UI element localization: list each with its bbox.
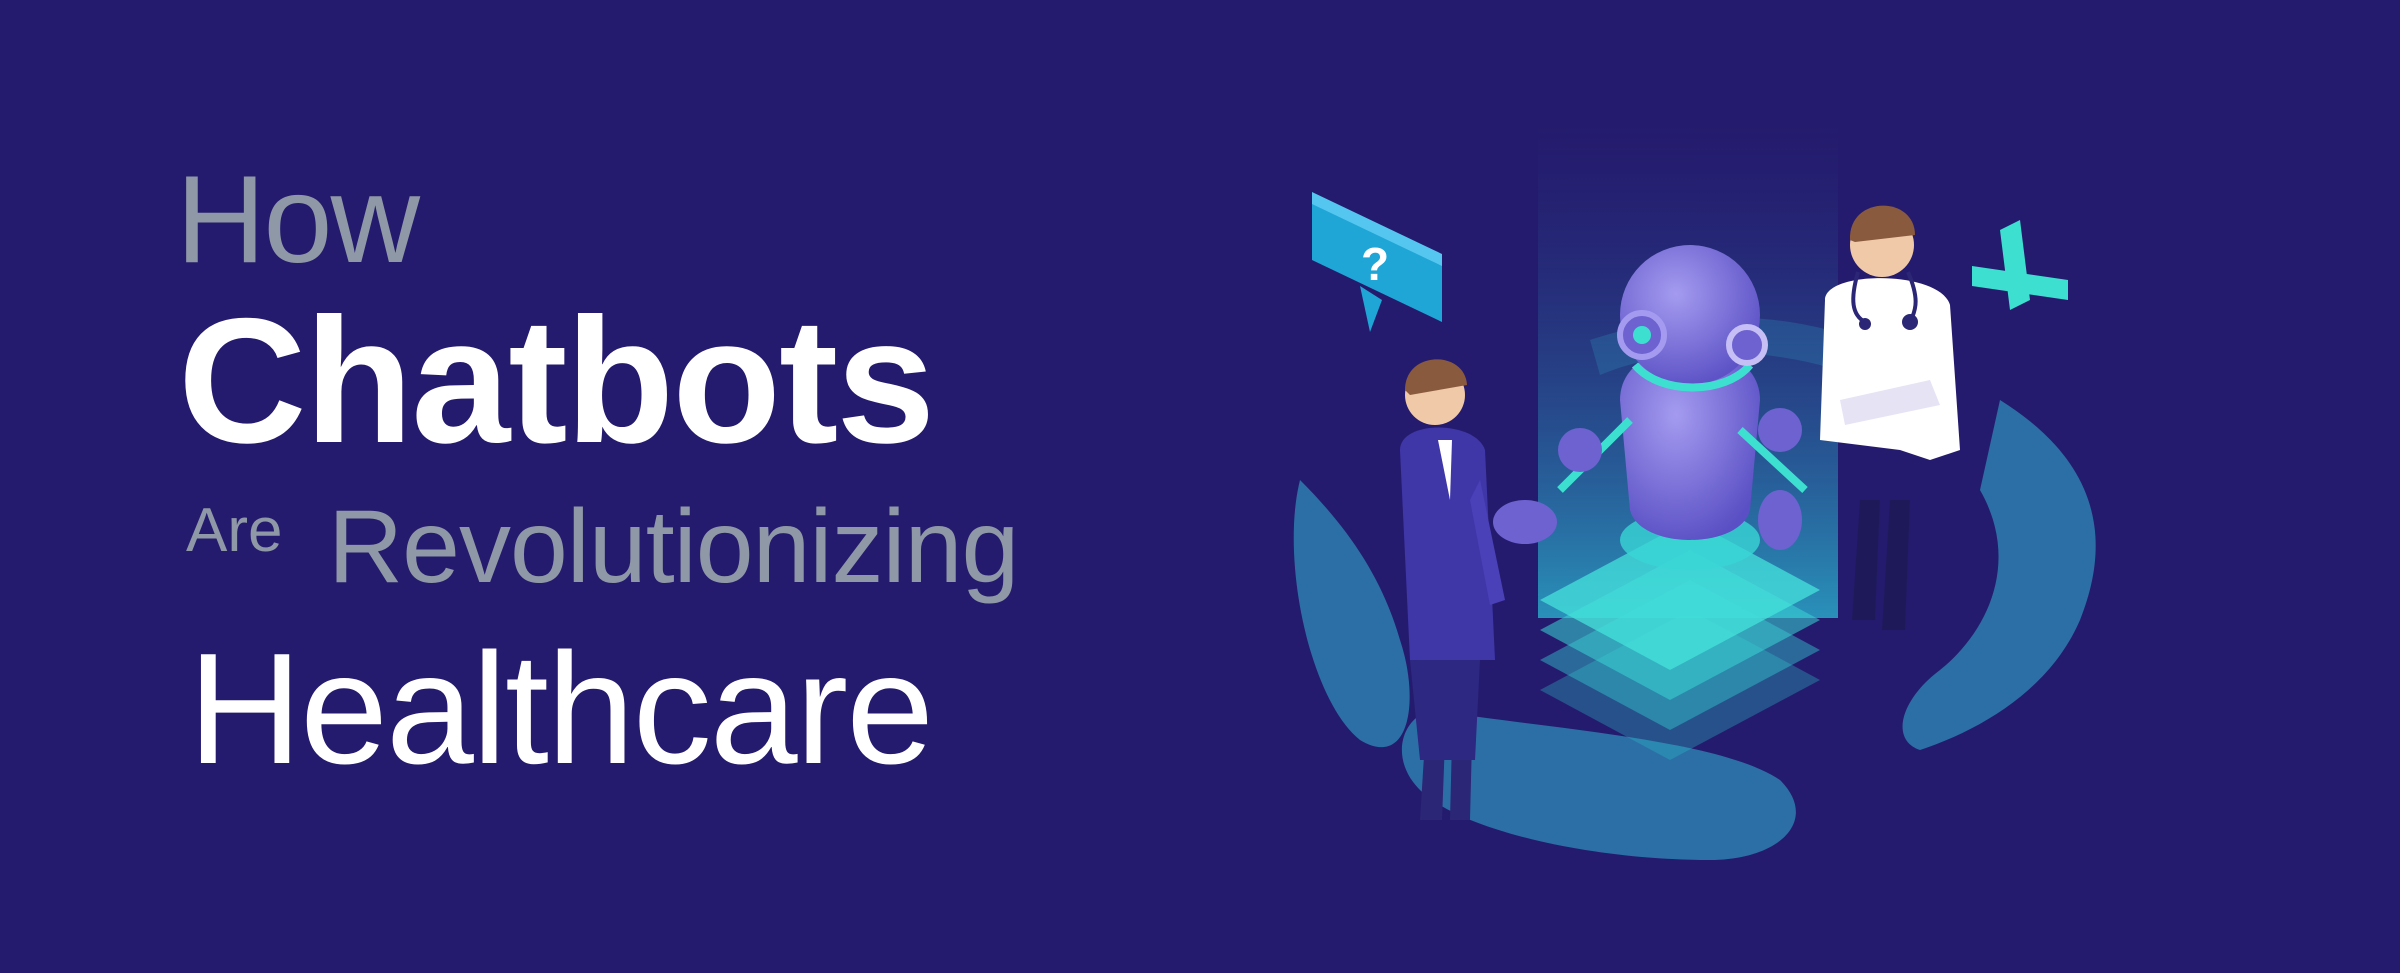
businessman-figure [1400, 359, 1505, 820]
headline: How Chatbots Are Revolutionizing Healthc… [0, 0, 1150, 973]
headline-revolutionizing: Revolutionizing [328, 489, 1019, 605]
hologram-platform [1540, 520, 1820, 760]
question-bubble-icon: ? [1312, 192, 1442, 332]
question-glyph: ? [1361, 238, 1389, 290]
medical-cross-icon [1972, 220, 2068, 310]
headline-how: How [176, 151, 420, 289]
headline-healthcare: Healthcare [188, 621, 934, 797]
chatbot-healthcare-illustration: ? [1260, 100, 2120, 900]
headline-are: Are [186, 496, 283, 565]
robot-icon [1493, 245, 1808, 570]
doctor-figure [1820, 205, 1960, 630]
headline-chatbots: Chatbots [178, 281, 935, 480]
